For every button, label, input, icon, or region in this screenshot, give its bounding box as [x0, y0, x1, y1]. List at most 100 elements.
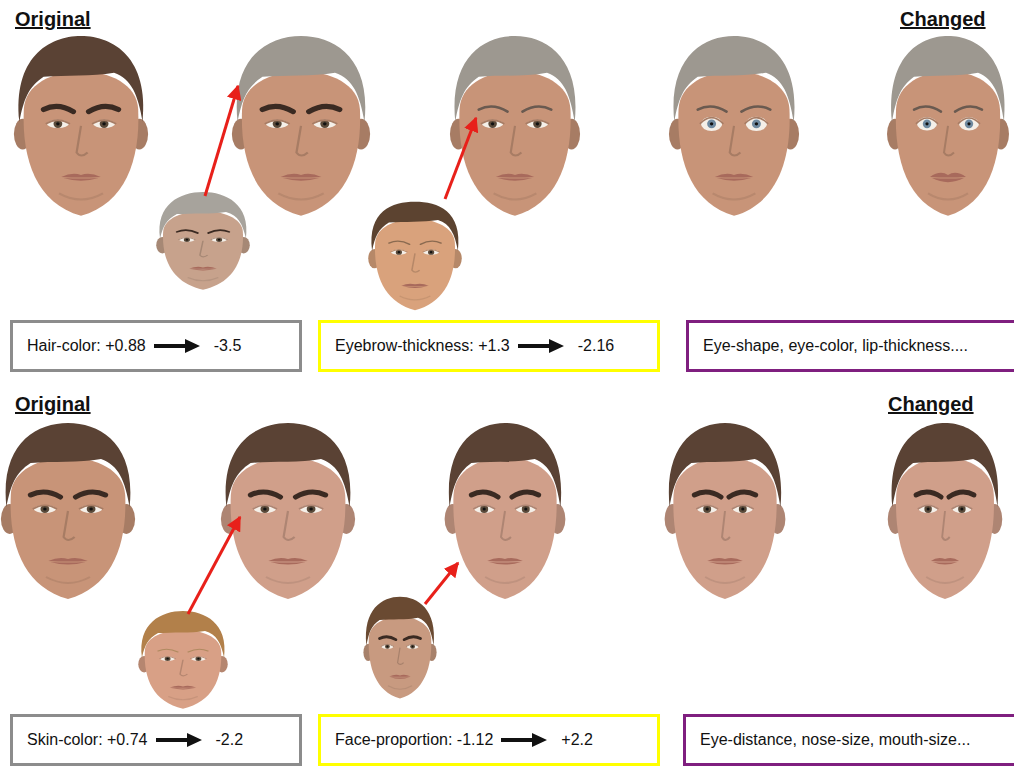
face-part: [919, 505, 938, 513]
face-part: [160, 656, 175, 660]
face-part: [967, 122, 970, 125]
face-part: [709, 562, 741, 565]
face-part: [296, 126, 307, 156]
change-arrow-shape: [501, 733, 547, 747]
face-part: [404, 637, 420, 640]
face-part: [926, 577, 964, 583]
change-arrow-shape: [518, 339, 564, 353]
face-part: [44, 106, 74, 111]
face-part: [927, 507, 930, 510]
donor-face: [138, 611, 227, 709]
face-part: [494, 193, 537, 199]
face-part: [309, 106, 340, 111]
face-part: [932, 178, 964, 182]
parameter-box: Hair-color: +0.88-3.5: [10, 320, 302, 372]
face-part: [423, 250, 438, 255]
face-part: [933, 562, 957, 565]
face-part: [24, 71, 139, 216]
face-part: [160, 192, 247, 239]
face-part: [953, 505, 972, 513]
face-part: [197, 658, 199, 660]
face-part: [79, 505, 103, 509]
face-part: [188, 649, 208, 652]
face-part: [481, 120, 504, 124]
face-part: [390, 250, 407, 252]
donor-face: [363, 597, 436, 699]
face-part: [745, 118, 768, 124]
face-part: [400, 296, 431, 300]
face-part: [278, 193, 323, 199]
face-part: [369, 617, 432, 699]
face-part: [266, 577, 310, 583]
face-part: [485, 577, 525, 583]
face-part: [380, 637, 396, 640]
face-photo: [450, 36, 580, 216]
face-part: [705, 577, 745, 583]
face-part: [931, 558, 959, 562]
face-part: [389, 675, 411, 677]
face-part: [263, 507, 267, 510]
face-part: [916, 492, 941, 497]
face-part: [678, 71, 789, 216]
face-part: [730, 126, 741, 156]
face-part: [275, 122, 279, 125]
face-part: [449, 423, 561, 507]
face-part: [265, 120, 290, 124]
donor-arrow: [445, 118, 476, 199]
face-part: [242, 71, 360, 216]
face-part: [925, 122, 928, 125]
face-part: [92, 120, 116, 124]
face-part: [50, 562, 85, 565]
face-part: [955, 106, 982, 111]
face-part: [471, 492, 498, 497]
face-part: [283, 178, 319, 181]
face-part: [412, 253, 420, 272]
face-part: [200, 241, 208, 257]
face-part: [752, 120, 761, 129]
face-part: [218, 239, 220, 241]
face-photo: [669, 36, 799, 216]
donor-face: [368, 202, 462, 310]
face-photo: [445, 423, 566, 599]
face-part: [59, 193, 103, 199]
face-part: [102, 122, 106, 125]
change-arrow: [501, 732, 547, 748]
face-part: [453, 458, 556, 600]
face-part: [479, 106, 508, 111]
face-set: [1, 36, 1009, 709]
face-part: [226, 423, 351, 507]
face-part: [191, 269, 216, 270]
face-part: [483, 507, 486, 510]
face-part: [536, 122, 539, 125]
face-part: [459, 71, 570, 216]
face-part: [158, 649, 178, 652]
face-part: [965, 120, 973, 129]
face-part: [722, 511, 730, 540]
parameter-text: Hair-color: +0.88: [27, 337, 146, 355]
face-part: [46, 577, 90, 583]
face-part: [930, 173, 966, 178]
face-part: [741, 507, 744, 510]
face-part: [160, 657, 176, 659]
face-part: [673, 36, 794, 122]
face-part: [741, 106, 770, 111]
face-part: [188, 277, 219, 280]
face-part: [729, 492, 756, 497]
face-part: [281, 174, 322, 178]
face-part: [491, 122, 494, 125]
parameter-box: Skin-color: +0.74-2.2: [10, 714, 302, 766]
change-arrow-shape: [156, 733, 202, 747]
face-part: [406, 644, 419, 646]
parameter-box: Eye-distance, nose-size, mouth-size...: [683, 714, 1014, 766]
face-part: [268, 558, 308, 562]
face-part: [251, 492, 281, 497]
face-part: [710, 122, 713, 125]
face-part: [524, 507, 527, 510]
face-part: [522, 106, 551, 111]
face-part: [423, 250, 440, 252]
original-face: [1, 423, 135, 599]
donor-arrow: [425, 563, 458, 604]
